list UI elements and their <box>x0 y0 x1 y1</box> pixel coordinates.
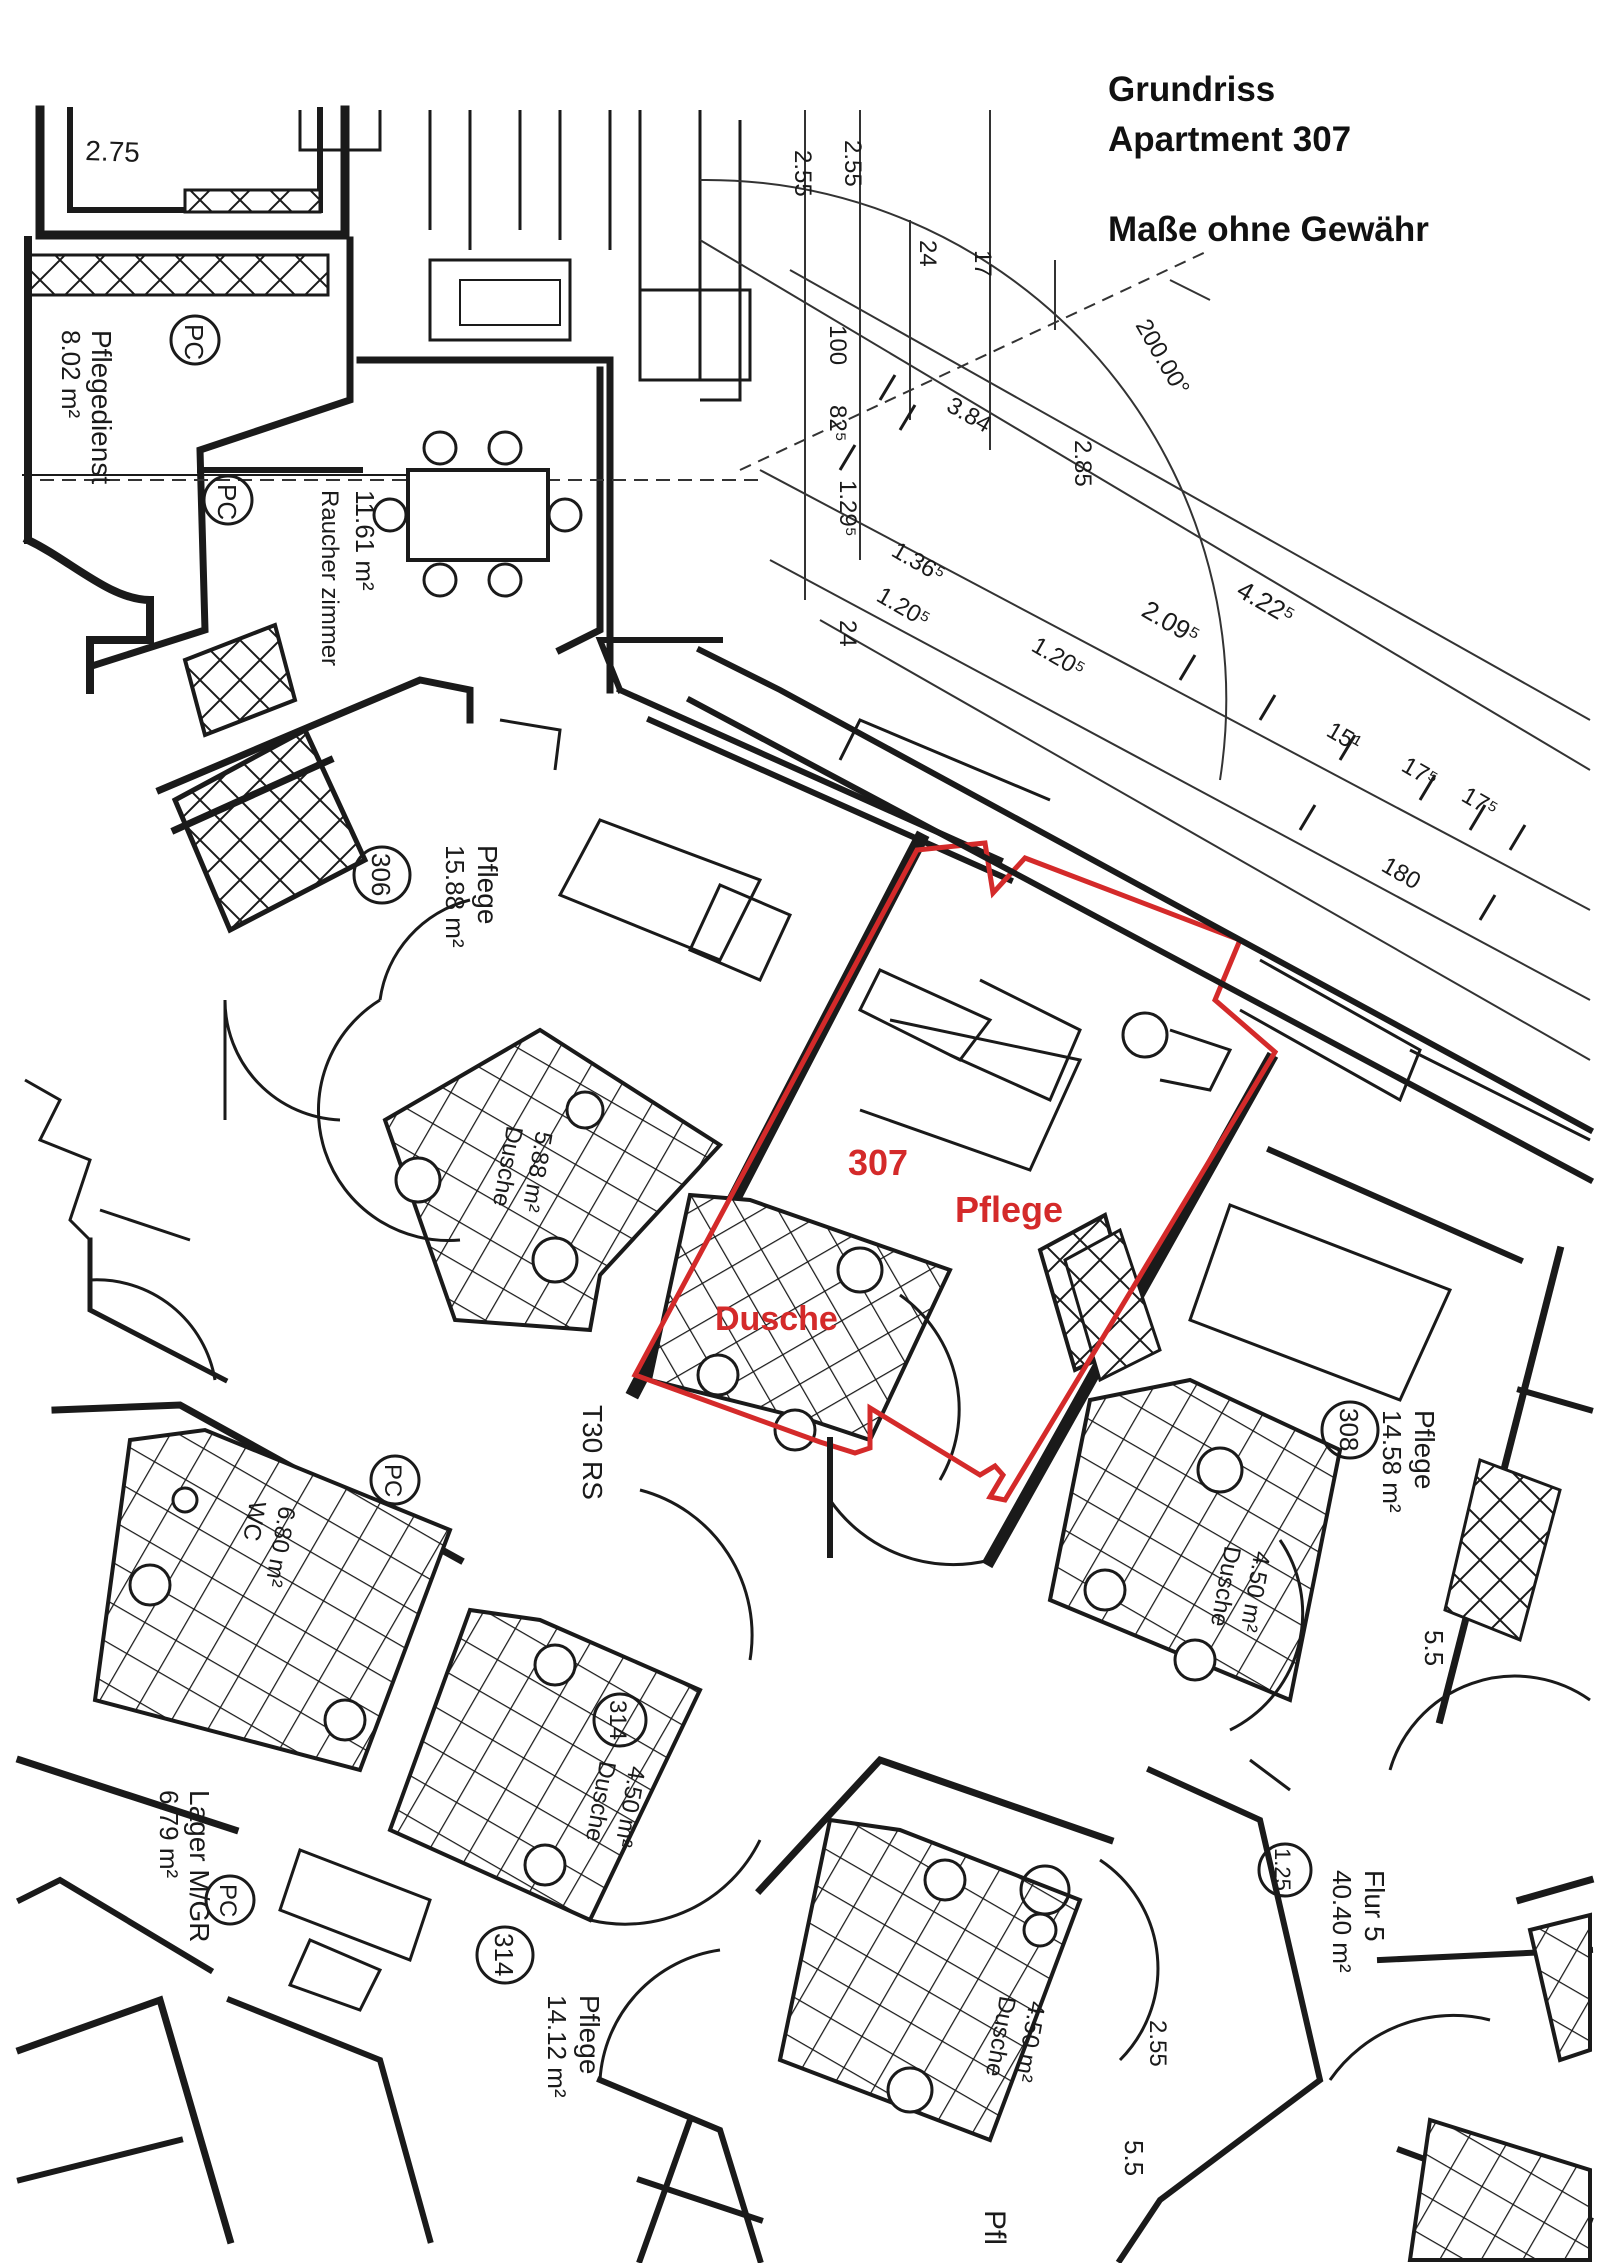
apartment-307-number: 307 <box>848 1142 908 1183</box>
room-306-number: 306 <box>366 853 396 896</box>
dim-1-25: 1.25 <box>1270 1848 1295 1891</box>
lower-left-rooms <box>15 1278 762 2245</box>
bath-314-number: 314 <box>604 1700 631 1740</box>
wing-306 <box>24 637 1014 1384</box>
dim-175-b: 17⁵ <box>1457 782 1502 824</box>
dim-84: 24 <box>834 620 861 647</box>
top-left-wing <box>22 105 760 694</box>
dim-82: 82⁵ <box>824 405 851 442</box>
dim-285: 2.85 <box>1069 440 1096 487</box>
door-t30-label: T30 RS <box>577 1405 608 1500</box>
dim-422: 4.22⁵ <box>1232 574 1300 631</box>
dim-2-55: 2.55 <box>1144 2020 1171 2067</box>
dim-200: 200.00° <box>1130 315 1195 400</box>
room-bottom-name: Pfl <box>978 2210 1011 2245</box>
pc-label-1: PC <box>179 324 209 360</box>
pc-label-3: PC <box>379 1464 406 1497</box>
bath-306 <box>316 998 724 1333</box>
room-306-area: 15.88 m² <box>440 845 470 948</box>
room-314-area: 14.12 m² <box>542 1995 572 2098</box>
dim-120: 1.20⁵ <box>872 582 935 634</box>
apartment-307-labels: 307 Pflege Dusche <box>715 1142 1063 1338</box>
dining-table <box>372 430 583 598</box>
dim-151: 15¹ <box>1322 717 1366 758</box>
apartment-307 <box>625 830 1279 1569</box>
plan-disclaimer: Maße ohne Gewähr <box>1108 210 1429 249</box>
plan-subtitle: Apartment 307 <box>1108 120 1352 159</box>
room-raucher-area: 11.61 m² <box>350 490 380 591</box>
room-308-number: 308 <box>1334 1408 1364 1451</box>
room-308-name: Pflege <box>1409 1410 1440 1489</box>
dim-209: 2.09⁵ <box>1137 594 1205 651</box>
apartment-307-room-label: Pflege <box>955 1189 1063 1230</box>
room-flur-area: 40.40 m² <box>1327 1870 1357 1973</box>
pc-label-4: PC <box>214 1884 241 1917</box>
room-lager-name: Lager M/GR <box>184 1790 215 1943</box>
dim-24: 24 <box>914 240 941 267</box>
dim-255-top: 2.55 <box>789 150 816 197</box>
pc-label-2: PC <box>212 484 242 520</box>
dim-5-5-bottom: 5.5 <box>1119 2140 1149 2176</box>
dim-5-5: 5.5 <box>1419 1630 1449 1666</box>
dim-17: 17 <box>969 250 996 277</box>
dim-129: 1.29⁵ <box>834 480 861 537</box>
room-308-area: 14.58 m² <box>1377 1410 1407 1513</box>
room-lager-area: 6.79 m² <box>154 1790 184 1878</box>
apartment-307-outline <box>631 840 1279 1503</box>
plan-title: Grundriss <box>1108 70 1276 109</box>
room-pflegedienst-area: 8.02 m² <box>56 330 86 418</box>
dim-100: 100 <box>824 325 851 365</box>
room-flur-name: Flur 5 <box>1359 1870 1390 1942</box>
room-314-number: 314 <box>489 1933 519 1976</box>
apartment-307-bath-label: Dusche <box>715 1300 838 1338</box>
room-raucher-name: Raucher zimmer <box>316 490 343 666</box>
room-306-name: Pflege <box>472 845 503 924</box>
room-314-name: Pflege <box>574 1995 605 2074</box>
room-pflegedienst-name: Pflegedienst <box>86 330 117 484</box>
dim-175-a: 17⁵ <box>1397 752 1442 794</box>
wing-308 <box>1047 1146 1594 1771</box>
dim-136: 1.36⁵ <box>887 537 950 589</box>
dim-384: 3.84 <box>942 392 996 439</box>
dim-2-55-top: 2.55 <box>839 140 866 187</box>
lower-middle-rooms <box>596 1755 1595 2263</box>
upper-right-corridor <box>685 110 1595 1185</box>
plan-labels: 2.75 Pflegedienst 8.02 m² PC PC Raucher … <box>56 135 1502 2245</box>
dim-2-75: 2.75 <box>85 135 141 168</box>
hatched-walls <box>171 622 1143 1373</box>
